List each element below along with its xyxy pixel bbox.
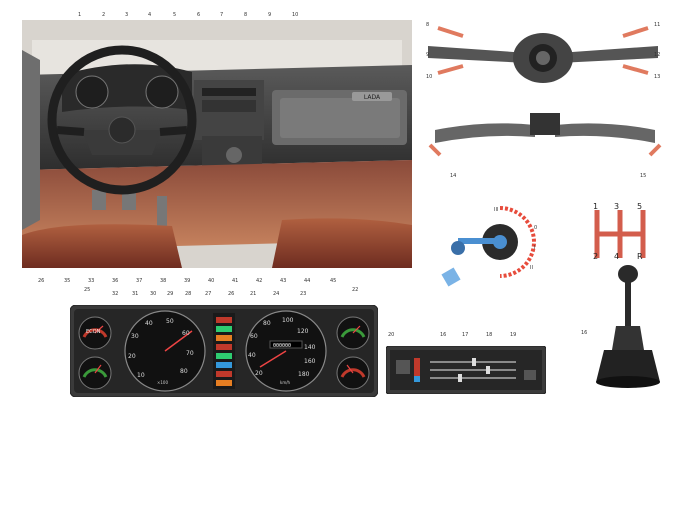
- sc-14: 14: [450, 173, 456, 179]
- cc-31: 31: [132, 291, 138, 297]
- gear-4: 4: [614, 252, 619, 261]
- ign-II: II: [530, 265, 533, 271]
- cc-30: 30: [150, 291, 156, 297]
- callout-b3: 33: [88, 278, 94, 284]
- gear-3: 3: [614, 202, 619, 211]
- callout-b6: 38: [160, 278, 166, 284]
- gear-lever-drawing: [588, 262, 668, 392]
- hc-19: 19: [510, 332, 516, 338]
- ign-0: 0: [534, 225, 537, 231]
- callout-4: 4: [148, 12, 151, 18]
- callout-b13: 45: [330, 278, 336, 284]
- callout-b8: 40: [208, 278, 214, 284]
- speed-tick-120: 120: [297, 328, 308, 335]
- heater-panel-drawing: [386, 346, 546, 394]
- callout-5: 5: [173, 12, 176, 18]
- cc-29: 29: [167, 291, 173, 297]
- gear-lever-illustration: [588, 262, 668, 392]
- callout-1: 1: [78, 12, 81, 18]
- callout-b5: 37: [136, 278, 142, 284]
- speed-tick-60: 60: [250, 333, 258, 340]
- speed-tick-20: 20: [255, 370, 263, 377]
- stalk-drawing: [425, 105, 665, 165]
- gear-5: 5: [637, 202, 642, 211]
- interior-drawing: LADA: [22, 20, 412, 268]
- callout-b12: 44: [304, 278, 310, 284]
- hc-17: 17: [462, 332, 468, 338]
- cc-25: 25: [84, 287, 90, 293]
- callout-b1: 26: [38, 278, 44, 284]
- callout-b10: 42: [256, 278, 262, 284]
- callout-9: 9: [268, 12, 271, 18]
- tach-tick-80: 80: [180, 368, 188, 375]
- stalk-diagram: [425, 105, 665, 165]
- speed-tick-40: 40: [248, 352, 256, 359]
- cc-28: 28: [185, 291, 191, 297]
- tach-tick-10: 10: [137, 372, 145, 379]
- callout-b2: 35: [64, 278, 70, 284]
- gear-R: R: [637, 252, 643, 261]
- cc-22: 22: [352, 287, 358, 293]
- sc-13: 13: [654, 74, 660, 80]
- tach-tick-70: 70: [186, 350, 194, 357]
- ign-III: III: [494, 207, 498, 213]
- hc-16: 16: [440, 332, 446, 338]
- sc-12: 12: [654, 52, 660, 58]
- steering-column-diagram: [418, 18, 668, 88]
- econ-label: ECON: [86, 329, 100, 335]
- hc-20: 20: [388, 332, 394, 338]
- gear-lever-callout: 16: [581, 330, 587, 336]
- tach-tick-20: 20: [128, 353, 136, 360]
- callout-8: 8: [244, 12, 247, 18]
- callout-6: 6: [197, 12, 200, 18]
- tach-tick-30: 30: [131, 333, 139, 340]
- callout-7: 7: [220, 12, 223, 18]
- cc-23: 23: [300, 291, 306, 297]
- callout-b4: 36: [112, 278, 118, 284]
- callout-3: 3: [125, 12, 128, 18]
- sc-10: 10: [426, 74, 432, 80]
- heater-control-panel: [386, 346, 546, 394]
- steering-column-drawing: [418, 18, 668, 88]
- interior-illustration: LADA: [22, 20, 412, 268]
- callout-b11: 43: [280, 278, 286, 284]
- sc-8: 8: [426, 22, 429, 28]
- sc-9: 9: [426, 52, 429, 58]
- tach-tick-40: 40: [145, 320, 153, 327]
- gear-2: 2: [593, 252, 598, 261]
- speed-tick-100: 100: [282, 317, 293, 324]
- sc-15: 15: [640, 173, 646, 179]
- callout-b9: 41: [232, 278, 238, 284]
- cc-27: 27: [205, 291, 211, 297]
- cc-21: 21: [250, 291, 256, 297]
- instrument-cluster: [70, 305, 378, 397]
- speed-unit: km/h: [280, 380, 290, 385]
- tach-tick-50: 50: [166, 318, 174, 325]
- speed-tick-160: 160: [304, 358, 315, 365]
- speed-tick-180: 180: [298, 371, 309, 378]
- odometer: 000000: [273, 343, 291, 349]
- cc-24: 24: [273, 291, 279, 297]
- hc-18: 18: [486, 332, 492, 338]
- tach-unit: ×100: [157, 380, 168, 385]
- sc-11: 11: [654, 22, 660, 28]
- cc-26: 26: [228, 291, 234, 297]
- callout-b7: 39: [184, 278, 190, 284]
- tach-tick-60: 60: [182, 330, 190, 337]
- speed-tick-80: 80: [263, 320, 271, 327]
- callout-10: 10: [292, 12, 298, 18]
- gear-1: 1: [593, 202, 598, 211]
- cc-32: 32: [112, 291, 118, 297]
- ign-I: I: [534, 245, 535, 251]
- callout-2: 2: [102, 12, 105, 18]
- instrument-cluster-drawing: [70, 305, 378, 397]
- speed-tick-140: 140: [304, 344, 315, 351]
- lada-badge-text: LADA: [364, 94, 381, 101]
